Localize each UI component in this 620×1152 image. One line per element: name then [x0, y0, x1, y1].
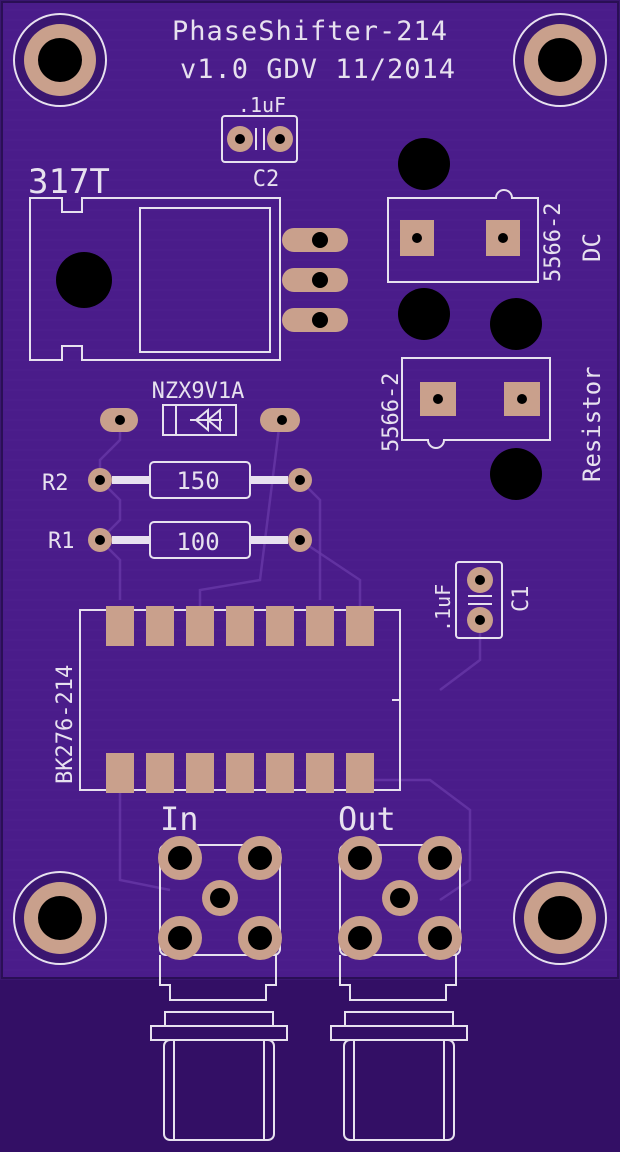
- connector-dc-label: DC: [578, 233, 606, 262]
- connector-dc-part: 5566-2: [541, 203, 566, 282]
- delay-line-part: BK276-214: [53, 665, 78, 784]
- c2-ref: C2: [253, 167, 280, 192]
- chip-pads-top: [106, 606, 374, 646]
- chip-pad: [346, 606, 374, 646]
- connector-resistor-part: 5566-2: [379, 373, 404, 452]
- chip-pad: [106, 753, 134, 793]
- mounting-hole-top-right: [513, 13, 607, 107]
- board-version-line: v1.0 GDV 11/2014: [180, 54, 456, 85]
- chip-pad: [266, 753, 294, 793]
- jack-in-label: In: [160, 800, 199, 838]
- chip-pad: [306, 606, 334, 646]
- chip-pad: [266, 606, 294, 646]
- chip-pad: [186, 606, 214, 646]
- chip-pad: [106, 606, 134, 646]
- regulator-mount-hole: [56, 252, 112, 308]
- connector-dc: 5566-2 DC: [387, 138, 606, 340]
- mounting-hole-bottom-right: [513, 871, 607, 965]
- zener-diode: NZX9V1A: [100, 379, 300, 436]
- regulator-317t: 317T: [28, 162, 348, 361]
- c2-value: .1uF: [238, 93, 286, 117]
- jack-in: In: [150, 800, 288, 1141]
- zener-part: NZX9V1A: [152, 379, 245, 404]
- regulator-ref: 317T: [28, 162, 110, 202]
- board-title: PhaseShifter-214: [172, 16, 448, 47]
- connector-resistor: 5566-2 Resistor: [379, 298, 606, 500]
- mounting-hole-top-left: [13, 13, 107, 107]
- c1-value: .1uF: [431, 584, 455, 632]
- connector-resistor-label: Resistor: [578, 366, 606, 482]
- r2-value: 150: [176, 467, 219, 495]
- r1-value: 100: [176, 528, 219, 556]
- r1-ref: R1: [48, 529, 75, 554]
- mounting-hole-bottom-left: [13, 871, 107, 965]
- chip-pad: [226, 606, 254, 646]
- delay-line-chip: BK276-214: [53, 606, 401, 793]
- capacitor-c2: .1uF C2: [221, 93, 298, 192]
- board-overhang-area: [0, 980, 620, 1152]
- chip-pad: [306, 753, 334, 793]
- r2-ref: R2: [42, 471, 69, 496]
- chip-pad: [226, 753, 254, 793]
- chip-pad: [346, 753, 374, 793]
- jack-out: Out: [330, 800, 468, 1141]
- resistor-r1: R1 100: [48, 521, 312, 559]
- capacitor-c1: .1uF C1: [431, 561, 534, 639]
- c1-ref: C1: [509, 586, 534, 613]
- chip-pads-bottom: [106, 753, 374, 793]
- chip-pad: [146, 606, 174, 646]
- resistor-r2: R2 150: [42, 461, 312, 499]
- chip-pad: [146, 753, 174, 793]
- jack-out-label: Out: [338, 800, 396, 838]
- chip-pad: [186, 753, 214, 793]
